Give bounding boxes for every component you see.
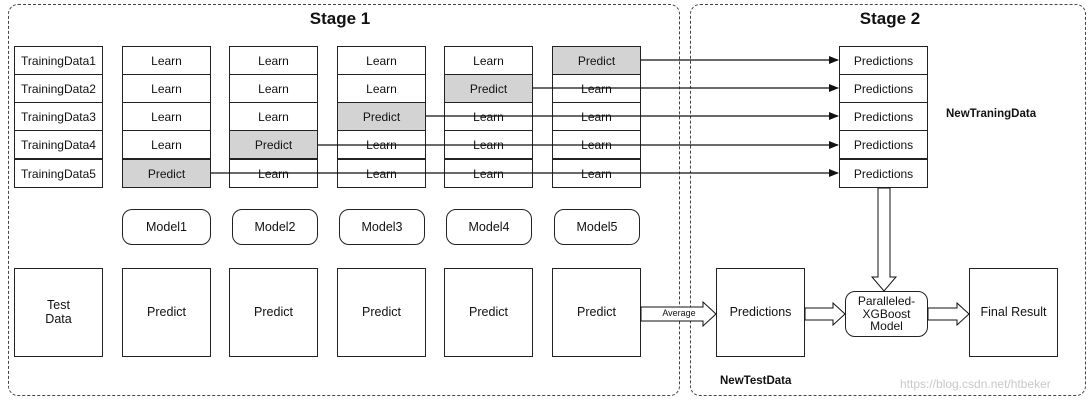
grid-cell-c3-r5: Learn [337,159,426,188]
grid-cell-c4-r2: Predict [444,74,533,103]
grid-cell-c3-r4: Learn [337,130,426,159]
grid-cell-c1-r5: Predict [122,159,211,188]
test-predict-box: Predict [229,268,318,357]
test-predict-box: Predict [444,268,533,357]
xgboost-model-box: Paralleled- XGBoost Model [845,291,928,337]
grid-cell-c2-r5: Learn [229,159,318,188]
grid-cell-c4-r5: Learn [444,159,533,188]
grid-cell-c5-r4: Learn [552,130,641,159]
training-data-label: TrainingData3 [14,102,103,131]
model-box: Model5 [554,209,640,245]
grid-cell-c3-r2: Learn [337,74,426,103]
xgboost-label: Paralleled- XGBoost Model [857,294,916,334]
grid-cell-c4-r1: Learn [444,46,533,75]
test-data-box: Test Data [14,268,103,357]
grid-cell-c4-r3: Learn [444,102,533,131]
grid-cell-c5-r3: Learn [552,102,641,131]
stage2-container [690,4,1086,396]
grid-cell-c1-r4: Learn [122,130,211,159]
grid-cell-c2-r2: Learn [229,74,318,103]
training-data-label: TrainingData4 [14,130,103,159]
test-predict-box: Predict [122,268,211,357]
average-label: Average [662,308,696,318]
final-result-box: Final Result [969,268,1058,357]
grid-cell-c1-r1: Learn [122,46,211,75]
model-box: Model1 [122,209,211,245]
stage2-predictions: Predictions [839,159,928,188]
training-data-label: TrainingData1 [14,46,103,75]
test-data-label: Test Data [45,297,72,326]
new-test-data-label: NewTestData [720,375,792,387]
watermark: https://blog.csdn.net/htbeker [900,377,1051,391]
grid-cell-c3-r1: Learn [337,46,426,75]
new-test-predictions-box: Predictions [716,268,805,357]
grid-cell-c2-r3: Learn [229,102,318,131]
stage1-container [8,4,680,396]
grid-cell-c3-r3: Predict [337,102,426,131]
grid-cell-c5-r5: Learn [552,159,641,188]
grid-cell-c2-r4: Predict [229,130,318,159]
grid-cell-c1-r3: Learn [122,102,211,131]
training-data-label: TrainingData5 [14,159,103,188]
grid-cell-c4-r4: Learn [444,130,533,159]
new-training-data-label: NewTraningData [946,108,1037,120]
model-box: Model2 [232,209,318,245]
grid-cell-c1-r2: Learn [122,74,211,103]
stage2-predictions: Predictions [839,130,928,159]
grid-cell-c5-r2: Learn [552,74,641,103]
grid-cell-c5-r1: Predict [552,46,641,75]
stage1-title: Stage 1 [309,9,371,28]
test-predict-box: Predict [337,268,426,357]
model-box: Model3 [339,209,425,245]
training-data-label: TrainingData2 [14,74,103,103]
model-box: Model4 [446,209,532,245]
test-predict-box: Predict [552,268,641,357]
stage2-title: Stage 2 [859,9,921,28]
grid-cell-c2-r1: Learn [229,46,318,75]
stage2-predictions: Predictions [839,46,928,75]
stage2-predictions: Predictions [839,74,928,103]
stage2-predictions: Predictions [839,102,928,131]
